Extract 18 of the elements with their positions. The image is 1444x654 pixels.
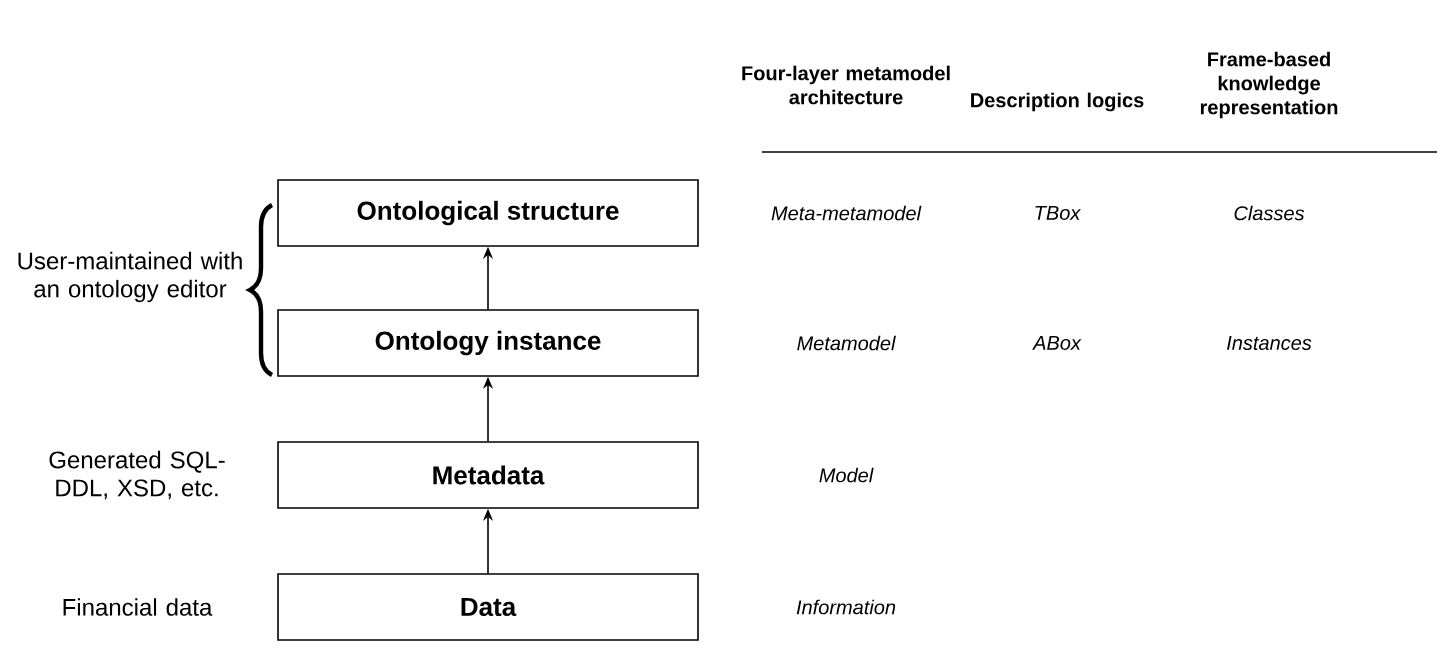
table-cell: Meta-metamodel [771, 205, 922, 221]
table-cell: Information [796, 599, 896, 615]
table-cell: Instances [1227, 336, 1312, 350]
side-note: User-maintained with an ontology editor [18, 251, 242, 303]
layer-box: Data [277, 573, 699, 641]
column-header: Description logics [971, 92, 1144, 112]
table-cell: Classes [1234, 205, 1305, 221]
side-note: Generated SQL-DDL, XSD, etc. [49, 450, 225, 500]
table-cell: ABox [1032, 336, 1082, 350]
table-cell: Metamodel [797, 335, 896, 351]
column-header: Four-layer metamodel architecture [742, 65, 950, 105]
layer-box: Metadata [277, 441, 699, 509]
layer-box: Ontological structure [277, 179, 699, 247]
layer-box: Ontology instance [277, 309, 699, 377]
table-cell: Model [819, 467, 874, 483]
table-cell: TBox [1035, 206, 1081, 220]
column-header: Frame-based knowledge representation [1200, 51, 1338, 119]
side-note: Financial data [63, 598, 213, 616]
